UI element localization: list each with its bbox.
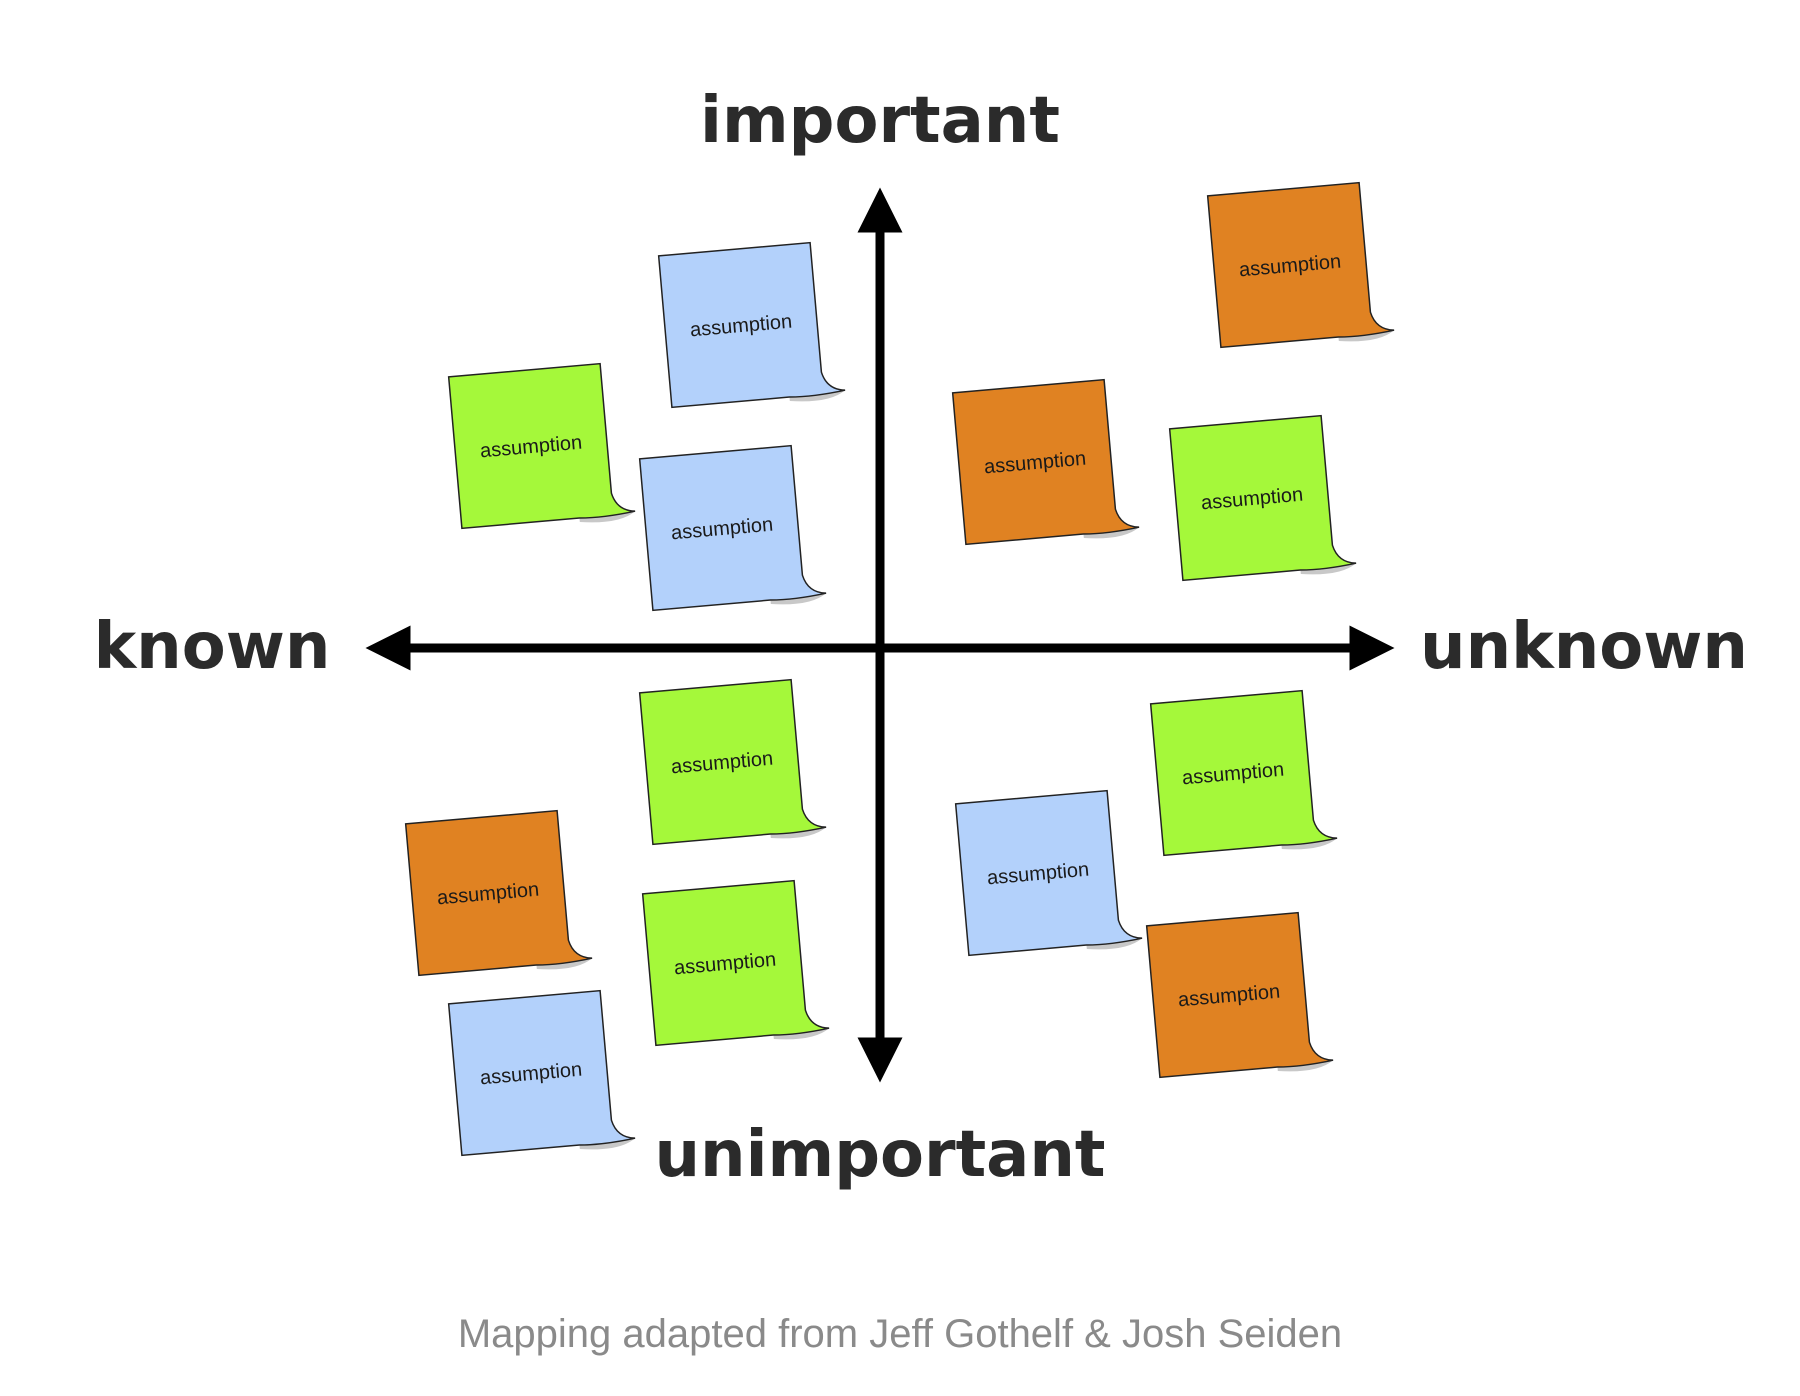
axis-label-unknown: unknown [1420, 610, 1748, 684]
axis-label-known: known [94, 610, 331, 684]
sticky-note-paper [641, 879, 830, 1047]
sticky-note: assumption [954, 789, 1143, 957]
quadrant-unimportant-known: assumption assumption assumption assumpt… [404, 678, 830, 1157]
sticky-note: assumption [638, 444, 827, 612]
sticky-note: assumption [638, 678, 827, 846]
quadrant-unimportant-unknown: assumption assumption assumption [954, 689, 1338, 1079]
sticky-note-paper [954, 789, 1143, 957]
sticky-note-paper [447, 989, 636, 1157]
sticky-note: assumption [1206, 181, 1395, 349]
sticky-note: assumption [1168, 414, 1357, 582]
sticky-note: assumption [951, 378, 1140, 546]
sticky-note-paper [1145, 911, 1334, 1079]
sticky-note-paper [1168, 414, 1357, 582]
sticky-note: assumption [404, 809, 593, 977]
sticky-note-paper [951, 378, 1140, 546]
sticky-note-paper [447, 362, 636, 530]
sticky-note: assumption [1145, 911, 1334, 1079]
caption: Mapping adapted from Jeff Gothelf & Josh… [457, 1312, 1343, 1356]
sticky-note: assumption [1149, 689, 1338, 857]
sticky-note: assumption [447, 989, 636, 1157]
sticky-note-paper [638, 678, 827, 846]
sticky-note-paper [1206, 181, 1395, 349]
sticky-note-paper [638, 444, 827, 612]
quadrant-important-unknown: assumption assumption assumption [951, 181, 1395, 582]
sticky-note: assumption [447, 362, 636, 530]
sticky-note-paper [404, 809, 593, 977]
sticky-note: assumption [641, 879, 830, 1047]
sticky-note-paper [1149, 689, 1338, 857]
axis-label-unimportant: unimportant [654, 1118, 1105, 1192]
sticky-note-paper [657, 241, 846, 409]
quadrant-important-known: assumption assumption assumption [447, 241, 846, 612]
sticky-note: assumption [657, 241, 846, 409]
axis-label-important: important [700, 84, 1060, 158]
